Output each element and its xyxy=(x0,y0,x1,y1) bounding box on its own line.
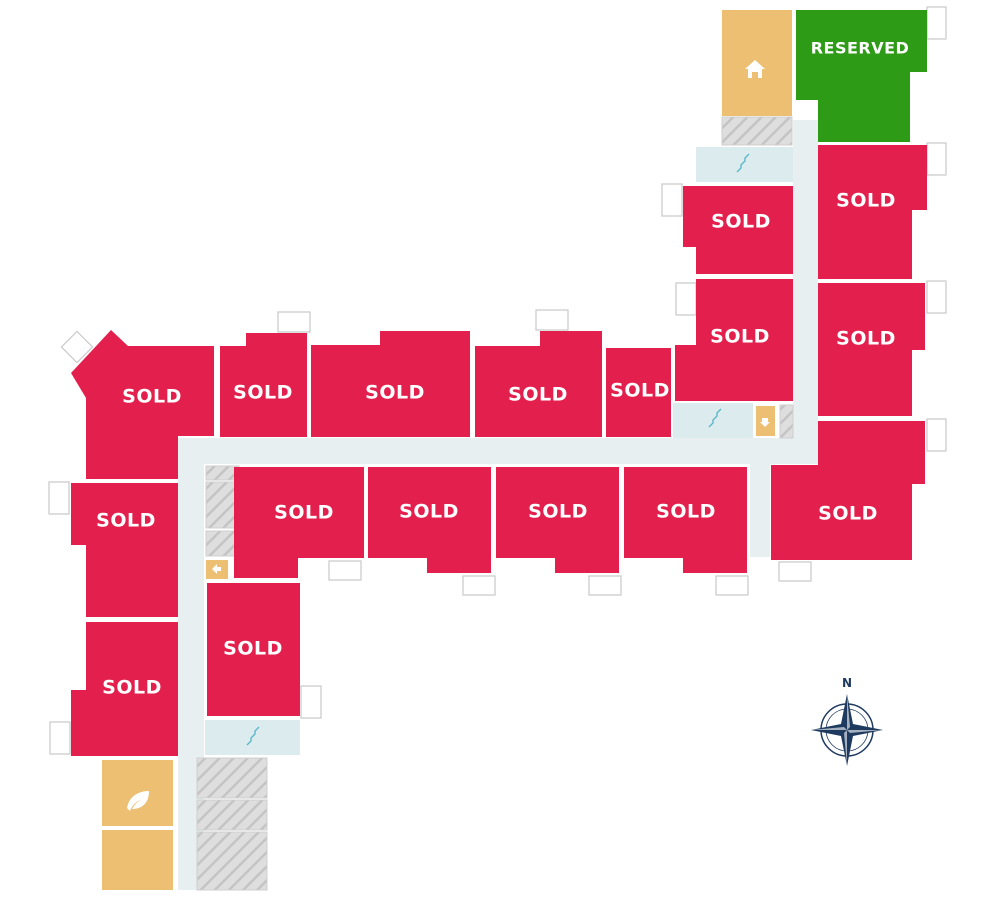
unit-sold[interactable]: SOLD xyxy=(207,583,300,716)
stairwell-bottom xyxy=(205,720,300,755)
balconies xyxy=(48,6,947,755)
unit-shape[interactable] xyxy=(796,10,927,142)
unit-shape[interactable] xyxy=(606,348,671,437)
unit-shape[interactable] xyxy=(624,467,747,573)
service-areas xyxy=(196,116,794,891)
unit-shape[interactable] xyxy=(475,331,602,437)
unit-shape[interactable] xyxy=(496,467,619,573)
unit-shape[interactable] xyxy=(675,279,793,401)
compass-north-label: N xyxy=(842,676,852,690)
stairs-icon xyxy=(708,408,722,428)
unit-sold[interactable]: SOLD xyxy=(818,145,927,279)
service-area xyxy=(779,404,794,439)
unit-sold[interactable]: SOLD xyxy=(496,467,619,573)
service-area xyxy=(196,799,268,831)
home-icon xyxy=(745,60,765,78)
service-area xyxy=(196,831,268,891)
compass-rose: N xyxy=(811,676,883,766)
unit-sold[interactable]: SOLD xyxy=(475,331,602,437)
service-area xyxy=(721,116,793,146)
leaf-icon xyxy=(127,791,149,811)
unit-shape[interactable] xyxy=(771,421,925,560)
unit-shape[interactable] xyxy=(818,145,927,279)
unit-sold[interactable]: SOLD xyxy=(71,622,178,756)
unit-shape[interactable] xyxy=(818,283,925,416)
unit-sold[interactable]: SOLD xyxy=(683,186,793,274)
unit-sold[interactable]: SOLD xyxy=(368,467,491,573)
unit-shape[interactable] xyxy=(683,186,793,274)
unit-shape[interactable] xyxy=(234,467,364,578)
unit-sold[interactable]: SOLD xyxy=(818,283,925,416)
unit-shape[interactable] xyxy=(71,483,178,617)
stairs-icon xyxy=(246,726,260,746)
corridors xyxy=(178,120,818,890)
stairwell-top xyxy=(696,147,793,182)
service-area xyxy=(196,757,268,799)
unit-shape[interactable] xyxy=(71,622,178,756)
entrance-markers xyxy=(206,406,775,579)
unit-shape[interactable] xyxy=(311,331,470,437)
unit-sold[interactable]: SOLD xyxy=(606,348,671,437)
stairs-icon xyxy=(736,153,750,173)
unit-sold[interactable]: SOLD xyxy=(624,467,747,573)
unit-shape[interactable] xyxy=(71,330,214,479)
unit-sold[interactable]: SOLD xyxy=(220,333,307,437)
unit-shape[interactable] xyxy=(368,467,491,573)
unit-sold[interactable]: SOLD xyxy=(71,483,178,617)
stairwells xyxy=(205,147,793,755)
unit-sold[interactable]: SOLD xyxy=(311,331,470,437)
unit-shape[interactable] xyxy=(207,583,300,716)
unit-shape[interactable] xyxy=(220,333,307,437)
amenity-garden xyxy=(102,760,173,890)
amenity-home xyxy=(722,10,792,116)
